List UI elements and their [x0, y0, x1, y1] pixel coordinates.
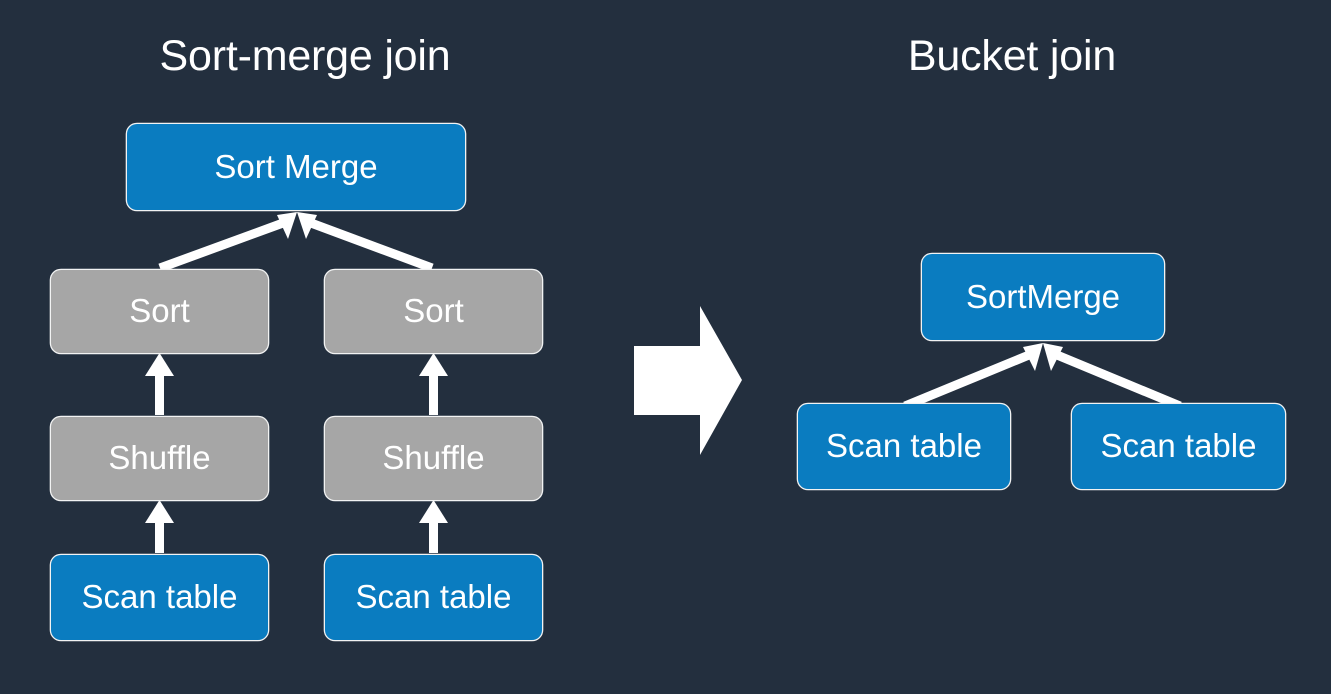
node-bucket-scan-table-left[interactable]: Scan table [798, 404, 1010, 489]
node-shuffle-left[interactable]: Shuffle [51, 417, 268, 500]
edge-shuffle-left-to-sort-left [145, 353, 174, 415]
node-shuffle-left-label: Shuffle [108, 439, 211, 476]
right-panel-title-text: Bucket join [907, 32, 1117, 80]
node-shuffle-right-label: Shuffle [382, 439, 485, 476]
node-sort-left[interactable]: Sort [51, 270, 268, 353]
edge-sort-right-to-sort-merge [297, 212, 434, 273]
node-scan-table-right-label: Scan table [355, 578, 512, 615]
node-sort-right-label: Sort [403, 292, 464, 329]
node-scan-table-left[interactable]: Scan table [51, 555, 268, 640]
node-sort-right[interactable]: Sort [325, 270, 542, 353]
node-sort-left-label: Sort [129, 292, 190, 329]
node-bucket-sortmerge-label: SortMerge [965, 277, 1121, 315]
edge-bucket-scan-left-to-sortmerge [903, 343, 1043, 411]
left-panel-title: Sort-merge join [0, 35, 610, 78]
node-scan-table-right[interactable]: Scan table [325, 555, 542, 640]
edge-scan-left-to-shuffle-left [145, 500, 174, 553]
right-block-arrow-icon [634, 306, 742, 455]
node-bucket-sortmerge[interactable]: SortMerge [922, 254, 1164, 340]
right-panel-title: Bucket join [762, 35, 1262, 78]
node-bucket-scan-table-left-label: Scan table [826, 427, 982, 464]
node-sort-merge-label: Sort Merge [214, 147, 378, 185]
node-shuffle-right[interactable]: Shuffle [325, 417, 542, 500]
node-bucket-scan-table-right-label: Scan table [1100, 427, 1257, 464]
edge-bucket-scan-right-to-sortmerge [1043, 343, 1182, 411]
edge-shuffle-right-to-sort-right [419, 353, 448, 415]
node-bucket-scan-table-right[interactable]: Scan table [1072, 404, 1285, 489]
edge-scan-right-to-shuffle-right [419, 500, 448, 553]
node-scan-table-left-label: Scan table [81, 578, 238, 615]
node-sort-merge[interactable]: Sort Merge [127, 124, 465, 210]
edge-sort-left-to-sort-merge [158, 212, 297, 273]
left-panel-title-text: Sort-merge join [159, 32, 451, 80]
